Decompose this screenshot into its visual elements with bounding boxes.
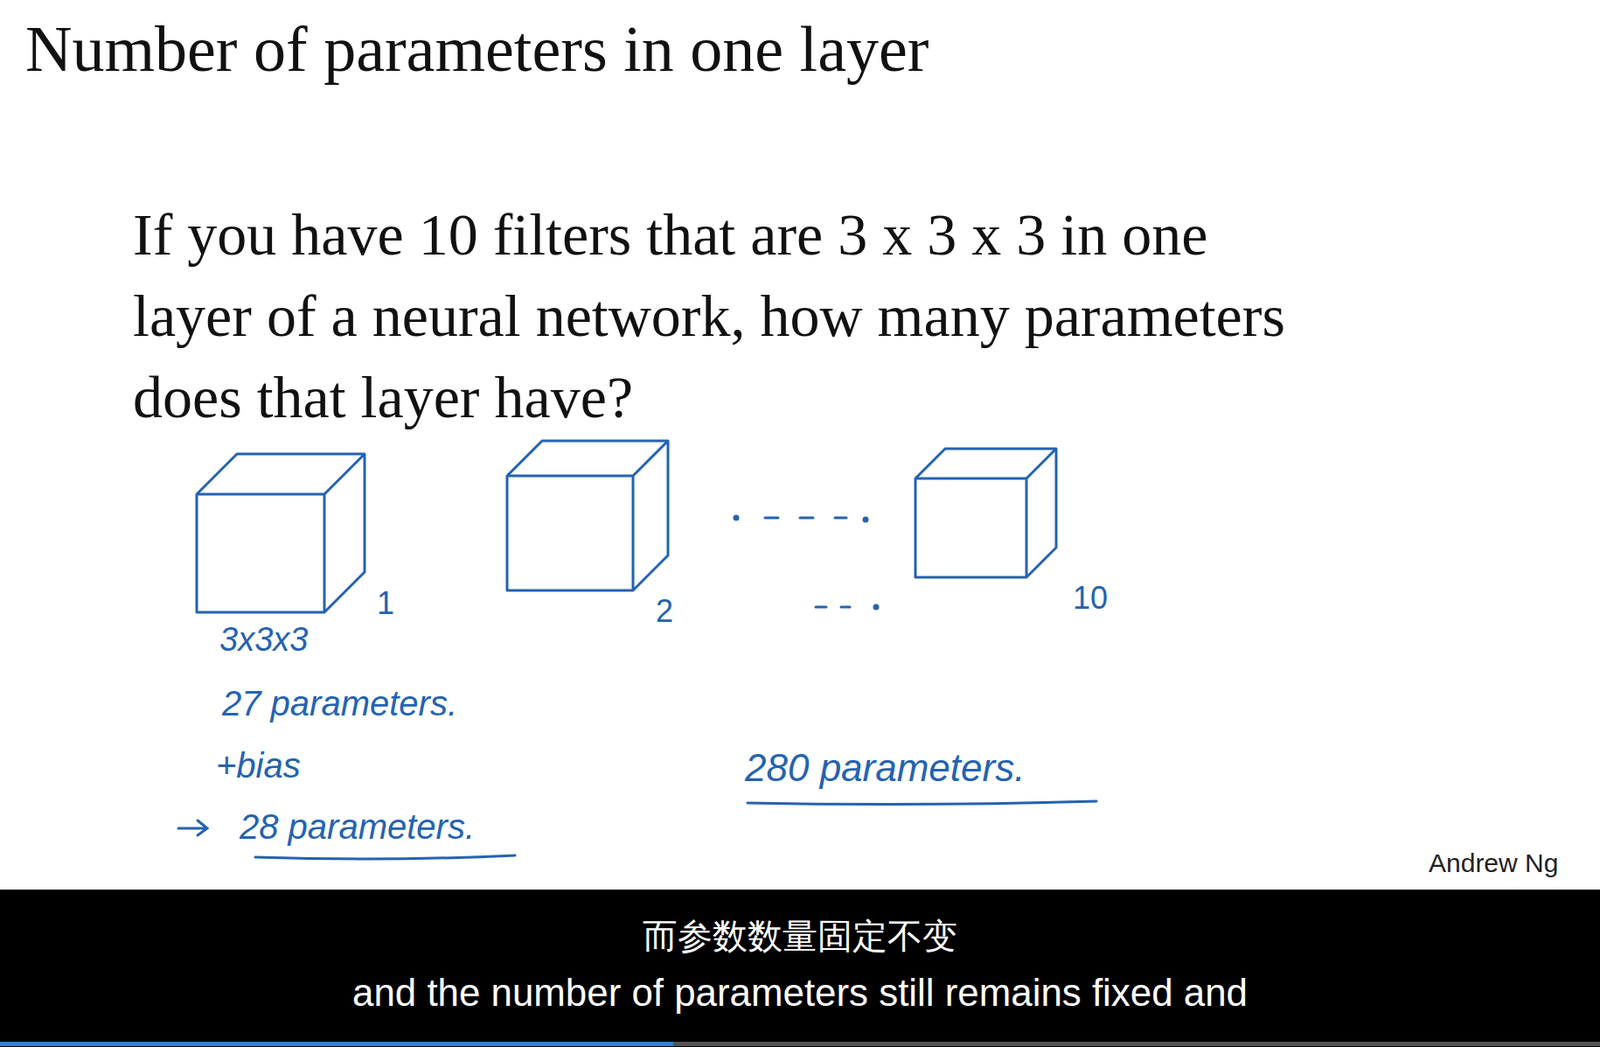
filter-cube: 10 <box>915 448 1057 578</box>
cube-outline <box>196 453 365 613</box>
cube-stroke <box>196 453 365 613</box>
cube-stroke <box>507 440 668 591</box>
dash <box>841 605 850 609</box>
cube-outline <box>915 448 1057 578</box>
filter-size: 3x3x3 <box>219 620 308 659</box>
layer-total: 280 parameters. <box>744 745 1025 790</box>
filter-cube: 1 <box>196 453 365 613</box>
progress-bar <box>0 1041 674 1046</box>
cube-stroke <box>915 448 1057 578</box>
filter-number: 2 <box>655 592 674 630</box>
author-signature: Andrew Ng <box>1428 848 1559 878</box>
hand-arrow <box>178 820 208 835</box>
subtitle-bar <box>0 889 1600 1047</box>
question-text: If you have 10 filters that are 3 x 3 x … <box>132 194 1296 439</box>
filter-number: 10 <box>1072 579 1108 617</box>
subtitle-chinese: 而参数数量固定不变 <box>0 912 1600 960</box>
filter-number: 1 <box>376 584 395 622</box>
dash <box>815 605 827 609</box>
filter-cube: 2 <box>507 440 668 591</box>
slide-title: Number of parameters in one layer <box>25 12 930 87</box>
dot <box>863 517 868 522</box>
dash <box>834 516 847 520</box>
dot <box>734 515 738 520</box>
dot <box>874 605 878 609</box>
weight-count: 27 parameters. <box>222 683 458 724</box>
subtitle-english: and the number of parameters still remai… <box>0 970 1600 1015</box>
cube-outline <box>507 440 668 591</box>
dash <box>765 516 779 520</box>
bias-note: +bias <box>215 745 301 786</box>
underline <box>747 800 1097 805</box>
underline <box>255 855 515 859</box>
progress-track <box>0 1041 1600 1046</box>
dash <box>800 516 814 520</box>
per-filter-total: 28 parameters. <box>239 806 475 847</box>
